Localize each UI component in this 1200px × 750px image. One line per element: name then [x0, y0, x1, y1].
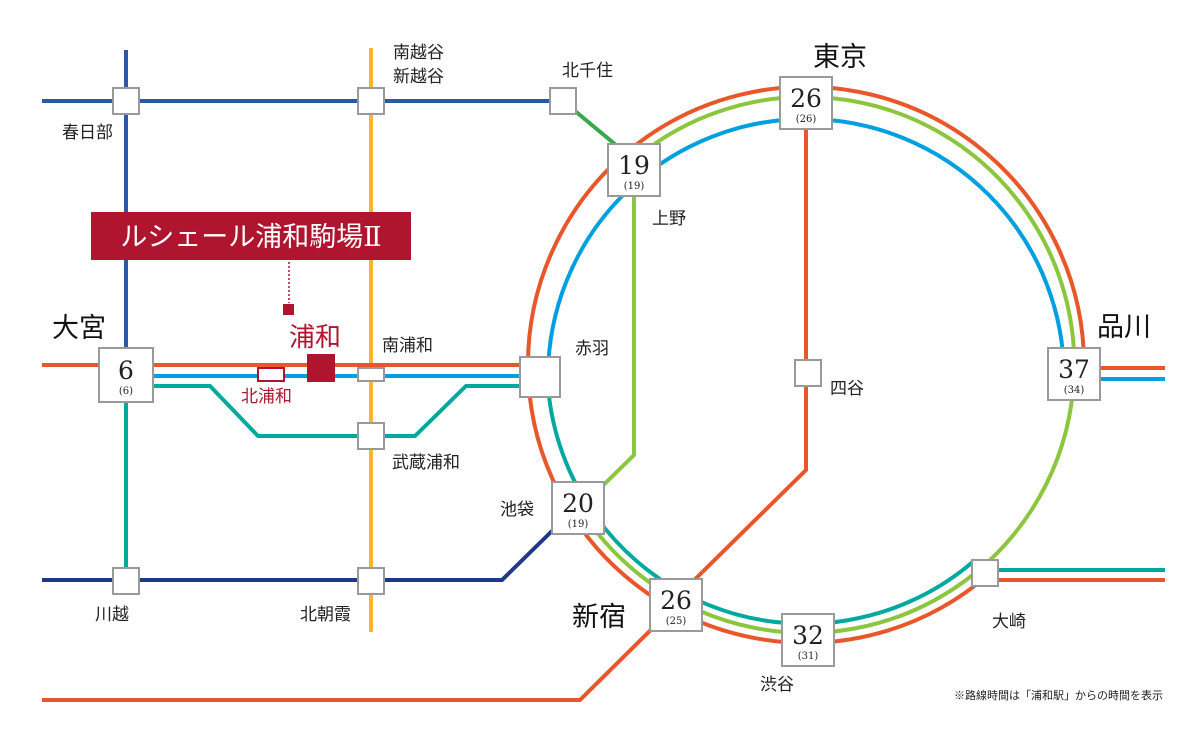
label-kitaurawa: 北浦和	[241, 387, 292, 407]
time-ueno: 19	[618, 151, 650, 180]
label-tokyo: 東京	[813, 42, 867, 73]
station-kasukabe[interactable]	[112, 87, 140, 115]
station-kitaurawa[interactable]	[257, 367, 285, 382]
label-musashiurawa: 武蔵浦和	[392, 453, 460, 473]
time-sub-shibuya: (31)	[798, 651, 819, 662]
station-akabane[interactable]	[519, 356, 561, 398]
time-sub-tokyo: (26)	[796, 114, 817, 125]
ring-orange	[526, 84, 1086, 645]
station-tokyo[interactable]: 26 (26)	[779, 76, 833, 130]
station-shinjuku[interactable]: 26 (25)	[649, 578, 703, 632]
label-akabane: 赤羽	[575, 339, 609, 359]
label-shinjuku: 新宿	[572, 602, 626, 633]
label-shinkoshigaya: 新越谷	[393, 67, 444, 87]
footnote: ※路線時間は「浦和駅」からの時間を表示	[954, 688, 1163, 702]
time-sub-shinjuku: (25)	[666, 616, 687, 627]
label-urawa: 浦和	[289, 323, 341, 353]
time-tokyo: 26	[790, 84, 822, 113]
label-yotsuya: 四谷	[830, 379, 864, 399]
station-osaki[interactable]	[971, 559, 999, 587]
saikyo-line-west	[126, 384, 548, 438]
station-yotsuya[interactable]	[794, 359, 822, 387]
ring-teal	[546, 385, 977, 626]
label-kitasenju: 北千住	[562, 61, 613, 81]
label-minamikoshigaya: 南越谷	[393, 43, 444, 63]
tojo-line	[42, 528, 555, 582]
label-osaki: 大崎	[992, 612, 1026, 632]
chuo-west-line	[42, 603, 678, 702]
station-minamiurawa[interactable]	[357, 367, 385, 382]
station-shibuya[interactable]: 32 (31)	[781, 613, 835, 667]
label-shibuya: 渋谷	[760, 675, 794, 695]
time-sub-shinagawa: (34)	[1064, 385, 1085, 396]
station-urawa[interactable]	[307, 354, 335, 382]
label-minamiurawa: 南浦和	[382, 336, 433, 356]
time-sub-ueno: (19)	[624, 181, 645, 192]
station-ueno[interactable]: 19 (19)	[607, 143, 661, 197]
label-omiya: 大宮	[52, 313, 106, 344]
station-kitaasaka[interactable]	[357, 567, 385, 595]
time-omiya: 6	[118, 356, 134, 385]
property-marker	[283, 304, 294, 315]
time-shinjuku: 26	[660, 586, 692, 615]
property-name: ルシェール浦和駒場Ⅱ	[120, 222, 381, 253]
station-minamikoshigaya[interactable]	[357, 87, 385, 115]
label-kawagoe: 川越	[95, 605, 129, 625]
time-shibuya: 32	[792, 621, 824, 650]
label-kitaasaka: 北朝霞	[300, 605, 351, 625]
station-shinagawa[interactable]: 37 (34)	[1047, 347, 1101, 401]
chuo-line	[674, 100, 808, 600]
label-ueno: 上野	[652, 209, 686, 229]
station-musashiurawa[interactable]	[357, 422, 385, 450]
label-kasukabe: 春日部	[62, 123, 113, 143]
time-sub-omiya: (6)	[119, 386, 133, 397]
station-kitasenju[interactable]	[549, 87, 577, 115]
label-ikebukuro: 池袋	[500, 500, 534, 520]
station-omiya[interactable]: 6 (6)	[98, 347, 154, 403]
property-banner	[91, 212, 411, 260]
station-kawagoe[interactable]	[112, 567, 140, 595]
station-ikebukuro[interactable]: 20 (19)	[551, 481, 605, 535]
time-ikebukuro: 20	[562, 489, 594, 518]
label-shinagawa: 品川	[1097, 312, 1151, 343]
time-sub-ikebukuro: (19)	[568, 519, 589, 530]
time-shinagawa: 37	[1058, 355, 1090, 384]
